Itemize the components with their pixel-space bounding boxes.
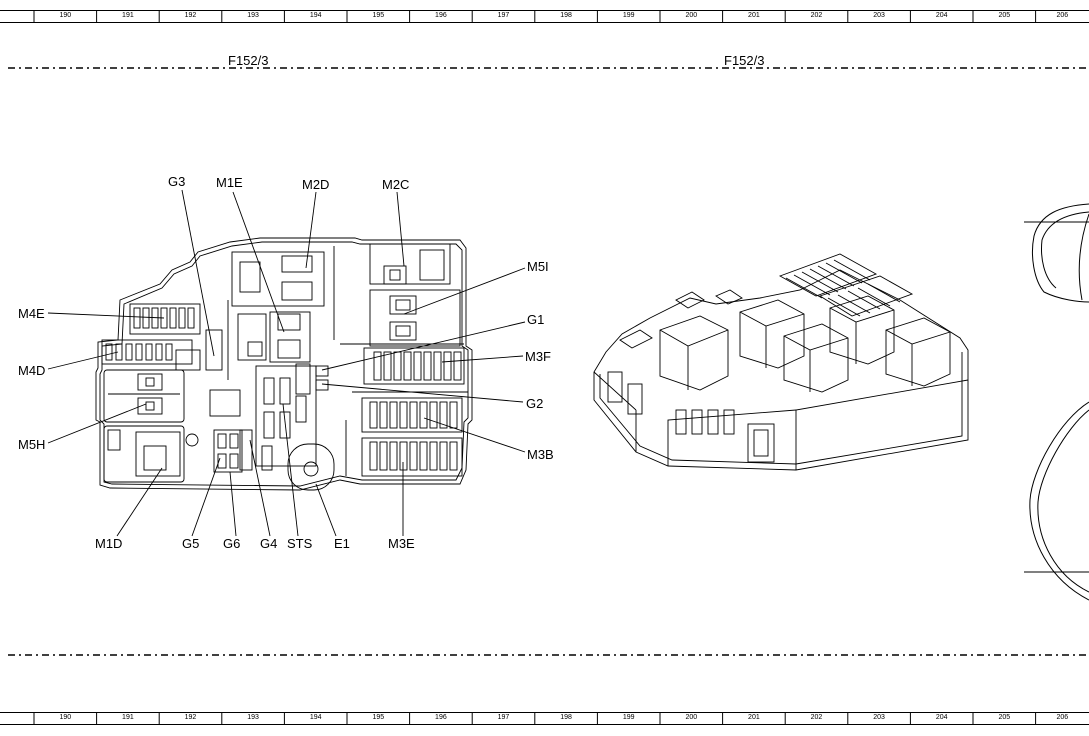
top-ruler-lines (0, 10, 1089, 23)
label-g3: G3 (168, 174, 185, 189)
label-m4e: M4E (18, 306, 45, 321)
label-m1d: M1D (95, 536, 122, 551)
ruler-cell: 203 (873, 714, 885, 721)
ruler-cell: 205 (998, 12, 1011, 19)
ruler-cell: 193 (247, 12, 259, 19)
ruler-cell: 204 (935, 12, 948, 19)
left-section-title: F152/3 (228, 53, 268, 68)
label-sts: STS (287, 536, 313, 551)
ruler-cell: 190 (59, 714, 72, 721)
ruler-cell: 206 (1056, 12, 1069, 19)
fuse-box-isometric-view (593, 253, 969, 471)
ruler-cell: 199 (622, 12, 635, 19)
ruler-cell: 195 (372, 12, 385, 19)
ruler-cell: 200 (685, 12, 698, 19)
ruler-cell: 191 (122, 714, 134, 721)
label-g6: G6 (223, 536, 240, 551)
bottom-ruler-lines (0, 712, 1089, 725)
ruler-cell: 202 (810, 714, 823, 721)
ruler-cell: 195 (372, 714, 385, 721)
right-section-title: F152/3 (724, 53, 764, 68)
ruler-cell: 205 (998, 714, 1011, 721)
ruler-cell: 194 (309, 714, 322, 721)
label-m4d: M4D (18, 363, 45, 378)
ruler-cell: 200 (685, 714, 698, 721)
ruler-cell: 201 (748, 12, 760, 19)
ruler-cell: 196 (435, 714, 447, 721)
ruler-cell: 204 (935, 714, 948, 721)
ruler-cell: 196 (435, 12, 447, 19)
ruler-cell: 194 (309, 12, 322, 19)
label-g2: G2 (526, 396, 543, 411)
label-m3b: M3B (527, 447, 554, 462)
label-g5: G5 (182, 536, 199, 551)
top-ruler: 190 191 192 193 194 195 196 197 198 199 200 201 202 2… (0, 10, 1089, 23)
ruler-cell: 192 (184, 12, 197, 19)
bottom-ruler: 190 191 192 193 194 195 196 197 198 199 200 201 202 2… (0, 712, 1089, 725)
label-e1: E1 (334, 536, 350, 551)
ruler-cell: 198 (560, 714, 572, 721)
ruler-cell: 206 (1056, 714, 1069, 721)
ruler-cell: 202 (810, 12, 823, 19)
label-g1: G1 (527, 312, 544, 327)
label-m5i: M5I (527, 259, 549, 274)
ruler-cell: 197 (497, 714, 510, 721)
label-m3e: M3E (388, 536, 415, 551)
vehicle-outline-partial (1024, 203, 1089, 601)
label-m1e: M1E (216, 175, 243, 190)
fuse-box-plan-view (95, 237, 473, 491)
callout-leaders (47, 189, 526, 537)
ruler-cell: 191 (122, 12, 134, 19)
ruler-cell: 197 (497, 12, 510, 19)
ruler-cell: 192 (184, 714, 197, 721)
ruler-cell: 190 (59, 12, 72, 19)
label-m2d: M2D (302, 177, 329, 192)
ruler-cell: 193 (247, 714, 259, 721)
label-m2c: M2C (382, 177, 409, 192)
label-g4: G4 (260, 536, 277, 551)
label-m5h: M5H (18, 437, 45, 452)
ruler-cell: 198 (560, 12, 572, 19)
ruler-cell: 203 (873, 12, 885, 19)
ruler-cell: 199 (622, 714, 635, 721)
ruler-cell: 201 (748, 714, 760, 721)
label-m3f: M3F (525, 349, 551, 364)
